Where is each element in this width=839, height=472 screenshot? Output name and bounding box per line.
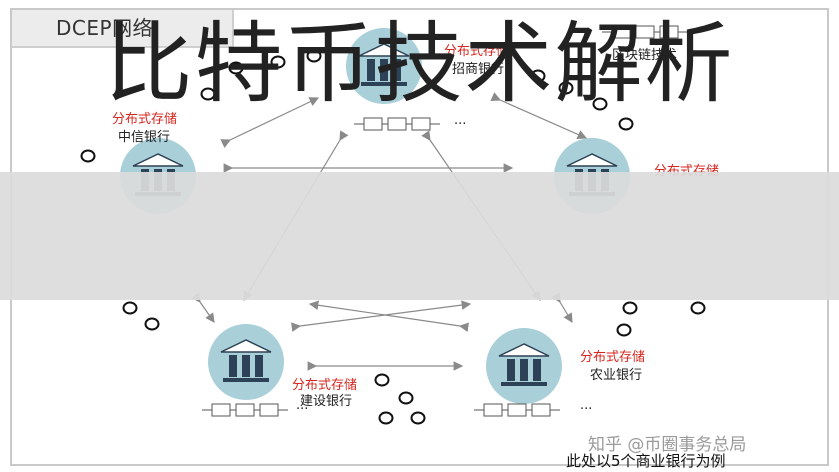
chain-ellipsis-zhaoshang: ... — [454, 113, 467, 128]
chain-block — [259, 403, 279, 417]
chain-block — [531, 403, 551, 417]
bank-pillar — [507, 359, 515, 381]
bank-base — [361, 82, 407, 86]
coin-dot-15 — [398, 391, 414, 405]
bank-pillar — [255, 355, 263, 377]
chain-block — [235, 403, 255, 417]
coin-dot-17 — [378, 411, 394, 425]
coin-dot-2 — [306, 49, 322, 63]
coin-dot-14 — [374, 373, 390, 387]
coin-dot-11 — [622, 301, 638, 315]
chain-block — [411, 117, 431, 131]
chain-block — [211, 403, 231, 417]
block-chains — [202, 25, 688, 417]
chain-block — [611, 25, 631, 39]
bank-pillar — [393, 59, 401, 81]
coin-dot-6 — [592, 97, 608, 111]
bank-pillar — [520, 359, 528, 381]
bank-pillar — [367, 59, 375, 81]
coin-dot-1 — [270, 55, 286, 69]
chain-block — [363, 117, 383, 131]
title-banner — [0, 172, 839, 300]
diagram-title: DCEP网络 — [56, 16, 154, 40]
chain-block — [387, 117, 407, 131]
coin-dot-4 — [530, 69, 546, 83]
coin-dot-10 — [144, 317, 160, 331]
bank-base — [223, 378, 269, 382]
legend-ellipsis: ... — [694, 20, 707, 35]
chain-ellipsis-nongye: ... — [580, 398, 593, 413]
coin-dot-13 — [616, 323, 632, 337]
coin-dot-9 — [122, 301, 138, 315]
bank-icon-jianshe — [208, 324, 284, 400]
bank-roof — [566, 153, 618, 167]
watermark: 知乎 @币圈事务总局 — [588, 435, 747, 455]
chain-nongye — [474, 403, 560, 417]
bank-base — [501, 382, 547, 386]
chain-block — [483, 403, 503, 417]
storage-label-zhaoshang: 分布式存储 — [444, 44, 510, 59]
coin-dot-5 — [558, 81, 574, 95]
bank-pillar — [380, 59, 388, 81]
bank-roof — [220, 339, 272, 353]
chain-block — [507, 403, 527, 417]
arrow-6 — [551, 292, 573, 324]
banner-title: 比特币技术解析 — [104, 12, 735, 115]
legend-chain — [602, 25, 688, 39]
coin-dots — [80, 49, 706, 425]
coin-dot-3 — [200, 87, 216, 101]
bank-pillar — [533, 359, 541, 381]
footer-note: 此处以5个商业银行为例 — [566, 452, 726, 470]
bank-pillar — [242, 355, 250, 377]
chain-block — [659, 25, 679, 39]
arrow-5 — [191, 292, 215, 323]
coin-dot-7 — [618, 117, 634, 131]
bank-icon-nongye — [486, 328, 562, 404]
chain-block — [635, 25, 655, 39]
bank-roof — [358, 43, 410, 57]
bank-roof — [132, 153, 184, 167]
storage-label-nongye: 分布式存储 — [580, 350, 646, 365]
legend-label: 区块链技术 — [612, 48, 678, 63]
bank-pillar — [229, 355, 237, 377]
storage-label-jianshe: 分布式存储 — [292, 378, 358, 393]
storage-label-zhongxin: 分布式存储 — [112, 112, 178, 127]
arrow-9 — [308, 300, 470, 332]
chain-ellipsis-jianshe: ... — [296, 398, 309, 413]
bank-name-zhaoshang: 招商银行 — [452, 62, 505, 77]
bank-name-nongye: 农业银行 — [590, 368, 643, 383]
chain-zhaoshang — [354, 117, 440, 131]
coin-dot-8 — [80, 149, 96, 163]
coin-dot-0 — [228, 61, 244, 75]
coin-dot-16 — [410, 411, 426, 425]
chain-jianshe — [202, 403, 288, 417]
title-tab — [12, 10, 234, 48]
bank-name-zhongxin: 中信银行 — [118, 130, 171, 145]
coin-dot-12 — [690, 301, 706, 315]
bank-icon-zhaoshang — [346, 28, 422, 104]
bank-name-jianshe: 建设银行 — [300, 394, 353, 409]
arrow-1 — [490, 92, 588, 139]
bank-roof — [498, 343, 550, 357]
